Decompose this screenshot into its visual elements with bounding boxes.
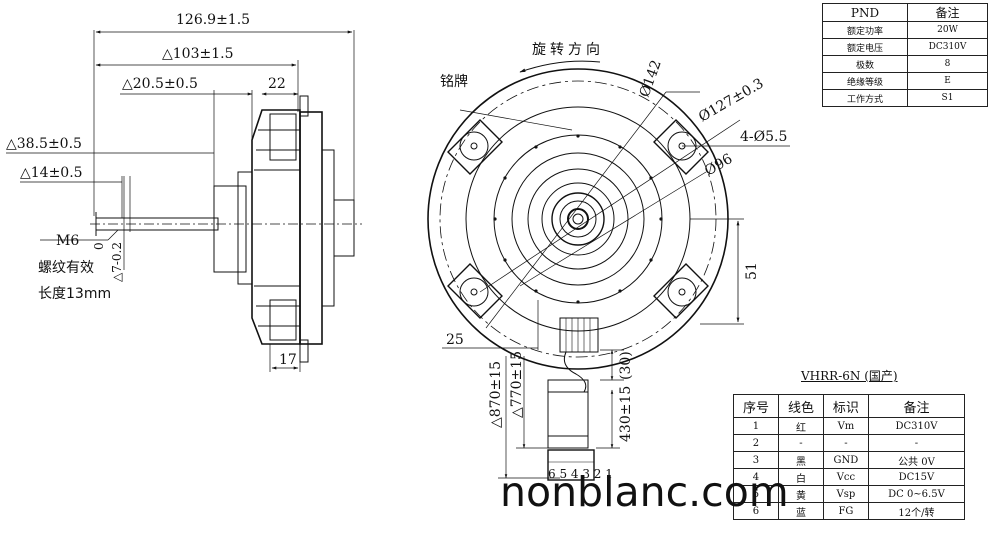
table-row: 3 黑 GND 公共 0V — [733, 451, 966, 469]
table-row: 绝缘等级 E — [822, 72, 988, 90]
header-index: 序号 — [733, 394, 779, 418]
pin-label: Vsp — [822, 485, 869, 503]
spec-value: DC310V — [907, 38, 988, 56]
spec-key: 绝缘等级 — [822, 72, 908, 90]
spec-key: 极数 — [822, 55, 908, 73]
pin-index: 3 — [733, 451, 779, 469]
pin-index: 1 — [733, 417, 779, 435]
pin-label: Vm — [822, 417, 869, 435]
dim-38-5: △38.5±0.5 — [6, 136, 82, 152]
bolt-holes — [493, 134, 663, 304]
dim-7-tol-upper: 0 — [92, 242, 106, 250]
pin-notes: 公共 0V — [867, 451, 966, 469]
connector-table-header: 序号 线色 标识 备注 — [733, 394, 966, 418]
connector-title: VHRR-6N (国产) — [801, 369, 898, 383]
header-wire-color: 线色 — [777, 394, 824, 418]
pin-label: FG — [822, 502, 869, 520]
table-row: 额定电压 DC310V — [822, 38, 988, 56]
table-row: 2 - - - — [733, 434, 966, 452]
dim-cable-770: △770±15 — [509, 351, 525, 418]
rotation-direction-label: 旋转方向 — [532, 42, 604, 58]
mounting-lug-br — [653, 263, 709, 319]
dim-7: △7-0.2 — [110, 242, 124, 282]
spec-table-header: PND 备注 — [822, 3, 988, 22]
pin-notes: DC310V — [867, 417, 966, 435]
wire-bundle — [563, 351, 587, 393]
pin-notes: DC 0~6.5V — [867, 485, 966, 503]
table-row: 极数 8 — [822, 55, 988, 73]
pin-label: - — [822, 434, 869, 452]
table-row: 4 白 Vcc DC15V — [733, 468, 966, 486]
dim-cable-870: △870±15 — [488, 361, 504, 428]
wire-sleeve — [547, 379, 589, 449]
table-row: 额定功率 20W — [822, 21, 988, 39]
header-label: 标识 — [822, 394, 869, 418]
spec-value: 20W — [907, 21, 988, 39]
spec-table: PND 备注 额定功率 20W 额定电压 DC310V 极数 8 绝缘等级 E … — [822, 3, 988, 107]
wire-color: - — [777, 434, 824, 452]
mounting-flange — [299, 111, 323, 345]
connector-table: 序号 线色 标识 备注 1 红 Vm DC310V 2 - - - 3 黑 GN… — [733, 394, 966, 520]
dim-430: 430±15 — [618, 386, 634, 442]
table-row: 工作方式 S1 — [822, 89, 988, 107]
dim-phi127: Ø127±0.3 — [696, 76, 767, 126]
thread-note-line2: 长度13mm — [38, 286, 111, 302]
side-view — [6, 30, 362, 372]
mounting-lug-tr — [653, 119, 709, 175]
mounting-lug-tl — [447, 119, 503, 175]
dim-phi96: Ø96 — [702, 151, 735, 180]
dim-20-5: △20.5±0.5 — [122, 76, 198, 92]
header-notes: 备注 — [867, 394, 966, 418]
dim-25: 25 — [446, 332, 464, 348]
dim-51: 51 — [744, 262, 760, 280]
wire-color: 红 — [777, 417, 824, 435]
spec-value: S1 — [907, 89, 988, 107]
pin-notes: DC15V — [867, 468, 966, 486]
dim-103: △103±1.5 — [162, 46, 233, 62]
spec-value: 8 — [907, 55, 988, 73]
spec-header-notes: 备注 — [907, 3, 988, 22]
motor-hub — [213, 185, 247, 273]
pin-label: Vcc — [822, 468, 869, 486]
pin-notes: 12个/转 — [867, 502, 966, 520]
front-view — [427, 60, 790, 481]
table-row: 6 蓝 FG 12个/转 — [733, 502, 966, 520]
watermark-text: nonblanc.com — [500, 468, 789, 516]
dim-30: (30) — [618, 351, 634, 380]
mounting-lug-bl — [447, 263, 503, 319]
shaft-center — [567, 208, 589, 230]
table-row: 1 红 Vm DC310V — [733, 417, 966, 435]
spec-key: 工作方式 — [822, 89, 908, 107]
dim-17: 17 — [279, 352, 297, 368]
thread-note-line1: 螺纹有效 — [38, 260, 94, 276]
nameplate-label: 铭牌 — [440, 73, 468, 90]
cable-grommet — [559, 317, 599, 353]
pin-index: 2 — [733, 434, 779, 452]
dim-14: △14±0.5 — [20, 165, 83, 181]
pin-label: GND — [822, 451, 869, 469]
spec-key: 额定电压 — [822, 38, 908, 56]
wire-color: 黑 — [777, 451, 824, 469]
spec-value: E — [907, 72, 988, 90]
dim-22: 22 — [268, 76, 286, 92]
spec-header-pnd: PND — [822, 3, 908, 22]
pin-index: 6 — [733, 502, 779, 520]
dim-overall-length: 126.9±1.5 — [176, 12, 250, 28]
pin-notes: - — [867, 434, 966, 452]
connector-housing — [547, 449, 595, 481]
connector-pin-numbers: 6 5 4 3 2 1 — [548, 467, 613, 481]
motor-housing — [251, 109, 301, 345]
dim-mounting-holes: 4-Ø5.5 — [740, 129, 787, 145]
spec-key: 额定功率 — [822, 21, 908, 39]
thread-spec: M6 — [56, 233, 79, 249]
